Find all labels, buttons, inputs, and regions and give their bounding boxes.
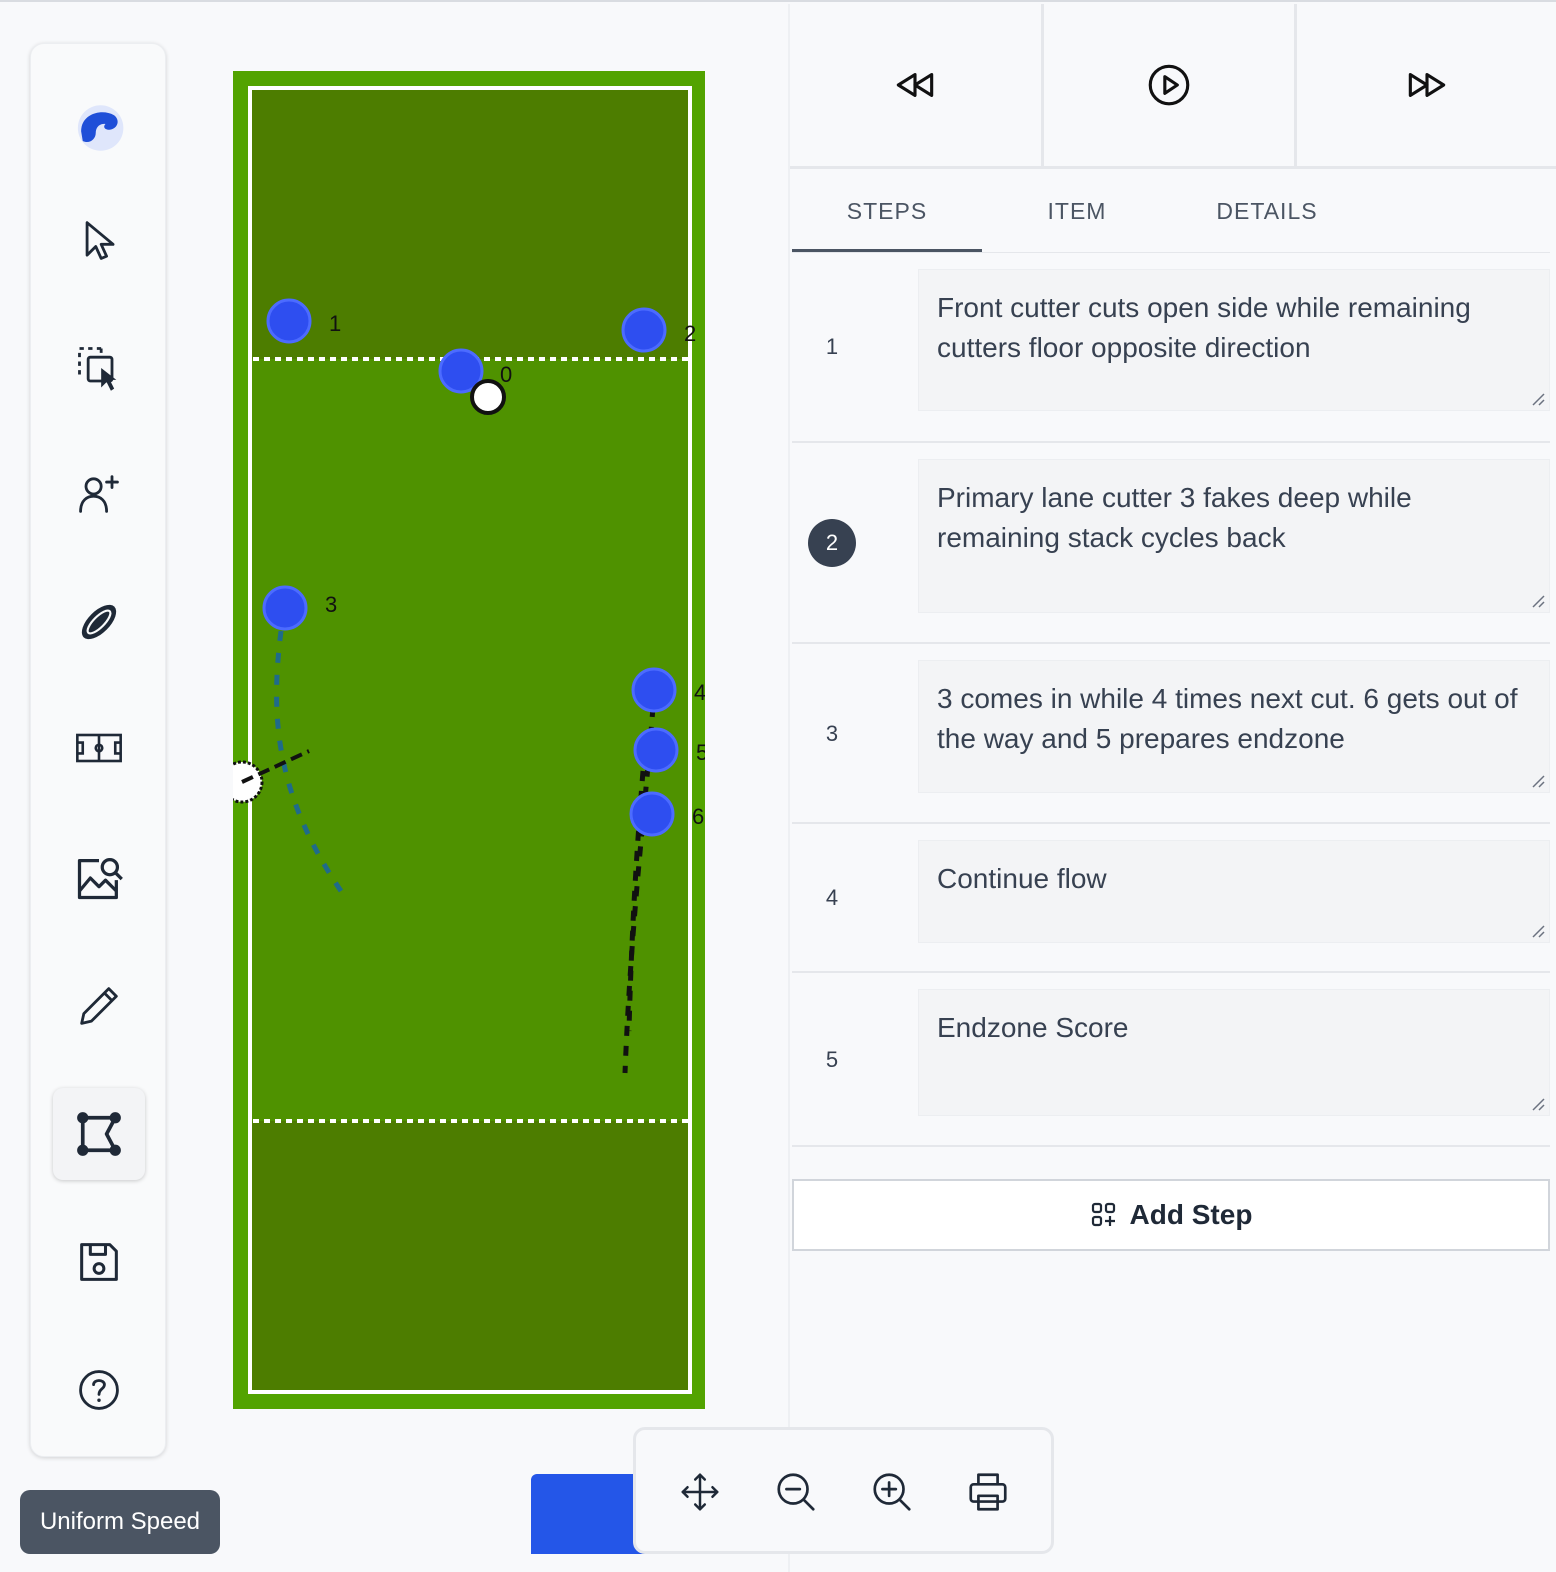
move-button[interactable] <box>672 1464 728 1520</box>
blue-panel-tab[interactable] <box>531 1474 651 1554</box>
zoom-out-icon <box>777 1473 815 1511</box>
step-description[interactable]: Endzone Score <box>918 989 1550 1116</box>
player-2[interactable]: 2 <box>621 307 696 353</box>
zoom-toolbar <box>633 1427 1054 1554</box>
disc-icon[interactable] <box>53 576 145 668</box>
resize-grip-icon[interactable] <box>1531 1097 1545 1111</box>
step-row[interactable]: 4 Continue flow <box>792 824 1550 973</box>
step-number: 3 <box>825 721 839 746</box>
zoom-in-icon <box>873 1473 911 1511</box>
playing-field[interactable]: 1 2 0 3 4 5 6 <box>233 71 705 1409</box>
active-tab-indicator <box>792 249 982 253</box>
disc[interactable] <box>470 379 506 415</box>
step-description-text: Continue flow <box>937 863 1107 894</box>
tab-steps[interactable]: STEPS <box>846 197 928 224</box>
add-player-icon[interactable] <box>53 448 145 540</box>
rewind-icon <box>896 73 934 97</box>
play-icon <box>1148 64 1190 106</box>
resize-grip-icon[interactable] <box>1531 594 1545 608</box>
step-description[interactable]: Continue flow <box>918 840 1550 943</box>
step-description-text: Primary lane cutter 3 fakes deep while r… <box>937 482 1412 553</box>
playback-divider <box>1041 4 1044 166</box>
tab-item[interactable]: ITEM <box>1047 197 1107 224</box>
svg-text:3: 3 <box>325 592 337 617</box>
step-number: 4 <box>825 885 839 910</box>
central-zone <box>251 359 691 1121</box>
tab-details[interactable]: DETAILS <box>1216 197 1318 224</box>
step-row[interactable]: 3 3 comes in while 4 times next cut. 6 g… <box>792 644 1550 824</box>
step-row[interactable]: 2 Primary lane cutter 3 fakes deep while… <box>792 443 1550 644</box>
step-description-text: 3 comes in while 4 times next cut. 6 get… <box>937 683 1518 754</box>
print-button[interactable] <box>960 1464 1016 1520</box>
zoom-in-button[interactable] <box>864 1464 920 1520</box>
speed-mode-button[interactable]: Uniform Speed <box>20 1490 220 1554</box>
play-button[interactable] <box>1044 4 1294 166</box>
bottom-endzone <box>251 1121 691 1391</box>
select-pointer-icon[interactable] <box>53 194 145 286</box>
playback-controls <box>790 4 1556 166</box>
resize-grip-icon[interactable] <box>1531 774 1545 788</box>
player-1[interactable]: 1 <box>266 298 341 344</box>
logo-icon[interactable] <box>53 82 145 174</box>
player-0[interactable]: 0 <box>438 348 512 394</box>
step-number: 1 <box>825 334 839 359</box>
field-boundary <box>248 86 692 1394</box>
playback-divider <box>1294 4 1297 166</box>
pencil-icon[interactable] <box>53 960 145 1052</box>
panel-divider <box>788 4 790 1572</box>
panel-tabs: STEPS ITEM DETAILS <box>792 170 1550 252</box>
player-5[interactable]: 5 <box>633 727 705 773</box>
step-description-text: Endzone Score <box>937 1012 1129 1043</box>
resize-grip-icon[interactable] <box>1531 392 1545 406</box>
image-search-icon[interactable] <box>53 832 145 924</box>
step-description[interactable]: Front cutter cuts open side while remain… <box>918 269 1550 411</box>
move-icon <box>681 1473 719 1511</box>
top-border <box>0 0 1556 2</box>
rewind-button[interactable] <box>790 4 1040 166</box>
step-number: 5 <box>825 1047 839 1072</box>
svg-text:4: 4 <box>694 680 705 705</box>
resize-grip-icon[interactable] <box>1531 924 1545 938</box>
step-number-active: 2 <box>808 519 856 567</box>
svg-text:6: 6 <box>692 804 704 829</box>
zoom-out-button[interactable] <box>768 1464 824 1520</box>
svg-text:1: 1 <box>329 311 341 336</box>
fast-forward-icon <box>1408 73 1445 97</box>
player-6[interactable]: 6 <box>629 791 704 837</box>
player-4[interactable]: 4 <box>631 667 705 713</box>
fast-forward-button[interactable] <box>1297 4 1556 166</box>
step-description[interactable]: Primary lane cutter 3 fakes deep while r… <box>918 459 1550 613</box>
svg-text:2: 2 <box>684 321 696 346</box>
add-grid-icon <box>1091 1202 1115 1227</box>
box-select-icon[interactable] <box>53 322 145 414</box>
tabs-border <box>792 252 1550 253</box>
step-description[interactable]: 3 comes in while 4 times next cut. 6 get… <box>918 660 1550 793</box>
playback-bottom-border <box>790 166 1556 169</box>
step-row[interactable]: 1 Front cutter cuts open side while rema… <box>792 253 1550 443</box>
tool-sidebar <box>30 43 166 1457</box>
player-3-path <box>274 630 344 893</box>
save-icon[interactable] <box>53 1216 145 1308</box>
svg-text:5: 5 <box>696 740 705 765</box>
disc-marker[interactable] <box>233 749 310 804</box>
add-step-label: Add Step <box>1129 1199 1253 1230</box>
top-endzone <box>251 89 691 359</box>
help-icon[interactable] <box>53 1344 145 1436</box>
step-row[interactable]: 5 Endzone Score <box>792 973 1550 1147</box>
svg-text:0: 0 <box>500 362 512 387</box>
print-icon <box>969 1473 1007 1511</box>
field-icon[interactable] <box>53 702 145 794</box>
add-step-button[interactable]: Add Step <box>792 1179 1550 1251</box>
player-5-path <box>626 770 646 1032</box>
player-3[interactable]: 3 <box>262 585 337 631</box>
step-description-text: Front cutter cuts open side while remain… <box>937 292 1471 363</box>
path-edit-icon[interactable] <box>53 1088 145 1180</box>
